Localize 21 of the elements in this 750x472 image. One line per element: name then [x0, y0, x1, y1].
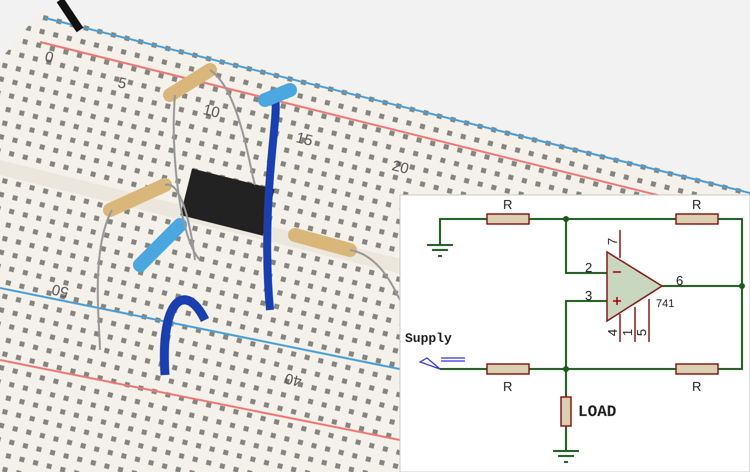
pin-number: 2	[585, 261, 592, 274]
component-label: R	[692, 380, 702, 393]
part-number: 741	[656, 299, 674, 310]
pin-number: 1	[621, 328, 634, 336]
row-number: 50	[50, 281, 70, 300]
component-label: LOAD	[578, 404, 616, 420]
row-number: 40	[283, 370, 304, 389]
terminal-label: Supply	[405, 332, 452, 345]
row-number: 0	[43, 49, 56, 66]
pin-number: 7	[606, 238, 620, 246]
pin-number: 6	[676, 274, 684, 287]
component-label: R	[503, 380, 512, 393]
row-number: 10	[201, 102, 222, 121]
row-number: 5	[116, 75, 128, 92]
pin-number: 5	[635, 328, 648, 336]
pin-number: 3	[585, 289, 592, 302]
component-label: R	[692, 198, 702, 211]
row-number: 15	[294, 130, 314, 149]
row-number: 20	[390, 158, 410, 177]
pin-number: 4	[606, 328, 620, 336]
component-label: R	[503, 198, 512, 211]
